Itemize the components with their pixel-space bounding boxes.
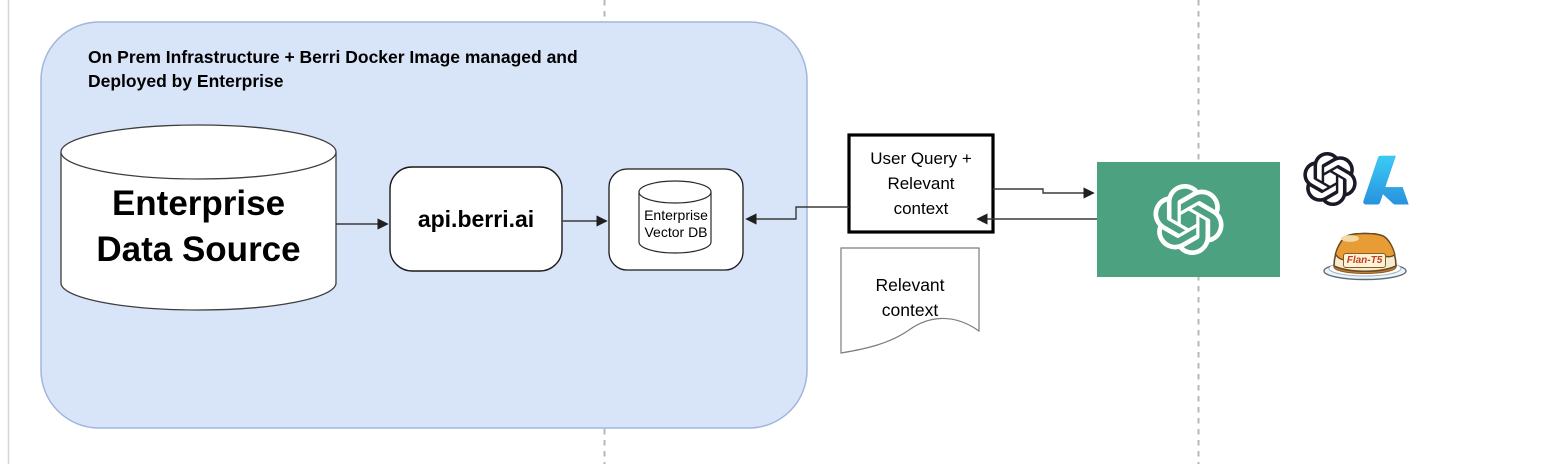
openai-black-icon (1303, 152, 1357, 206)
enterprise-vector-db-label: Enterprise Vector DB (609, 207, 743, 241)
enterprise-data-source-cylinder (60, 124, 337, 311)
vdb-line1: Enterprise (644, 207, 708, 223)
relevant-context-document (840, 247, 980, 354)
relevant-context-text: Relevant context (875, 275, 945, 320)
user-query-label: User Query + Relevant context (849, 135, 993, 232)
relevant-context-label: Relevant context (841, 273, 979, 323)
api-berri-text: api.berri.ai (417, 205, 535, 232)
user-query-text: User Query + Relevant context (870, 149, 972, 218)
azure-icon (1363, 155, 1409, 205)
eds-line1: Enterprise (111, 184, 286, 223)
arrow-userquery-to-vectordb (745, 206, 849, 225)
openai-llm-box (1097, 162, 1280, 277)
api-berri-node (389, 166, 563, 272)
user-query-node (847, 133, 995, 234)
on-prem-group-title: On Prem Infrastructure + Berri Docker Im… (88, 45, 578, 93)
vector-db-cylinder (638, 192, 712, 254)
enterprise-data-source-label: Enterprise Data Source (61, 181, 336, 273)
eds-line2: Data Source (96, 230, 301, 269)
enterprise-vector-db-node (608, 168, 744, 271)
arrow-userquery-to-openai (993, 187, 1095, 199)
vdb-line2: Vector DB (644, 224, 708, 240)
flan-t5-label: Flan-T5 (1343, 253, 1386, 268)
group-title-line2: Deployed by Enterprise (88, 71, 284, 91)
api-berri-label: api.berri.ai (390, 167, 562, 271)
flan-t5-text: Flan-T5 (1346, 255, 1383, 266)
group-title-line1: On Prem Infrastructure + Berri Docker Im… (88, 47, 578, 67)
connector-arrows (336, 187, 1097, 230)
